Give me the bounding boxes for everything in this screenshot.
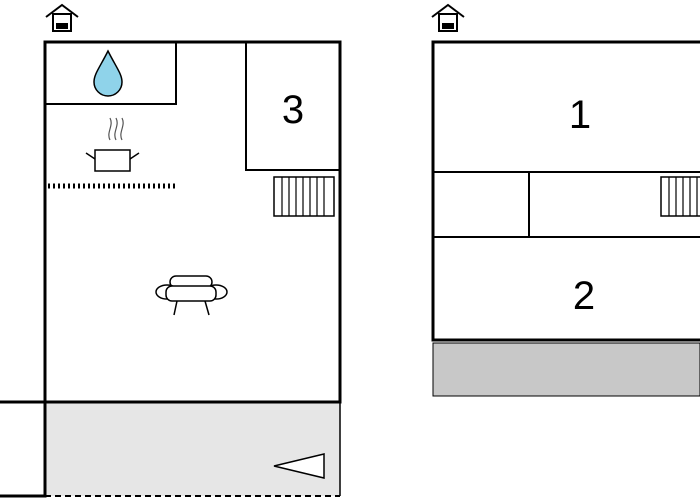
room-3-wall [245,42,340,171]
room-3-label: 3 [282,88,304,132]
room-2-label: 2 [573,274,595,318]
room-1-label: 1 [569,93,591,137]
left-outer-wall [43,40,342,404]
stairs-icon [273,176,335,217]
house-entrance-icon [45,3,79,32]
water-drop-icon [93,49,123,97]
outside-wall-stub [0,400,47,498]
house-entrance-icon [431,3,465,32]
right-floor: 1 2 [431,3,700,397]
right-outer-wall [431,40,700,342]
water-drop-shape [93,49,123,97]
stairs-icon [660,176,700,217]
sofa-icon [155,275,228,316]
balcony-area [432,342,700,397]
cooking-pot-icon [85,117,140,172]
left-floor: 3 [0,3,342,498]
direction-arrow-icon [273,453,325,479]
bathroom-wall [45,42,177,105]
terrace-area [45,402,340,496]
